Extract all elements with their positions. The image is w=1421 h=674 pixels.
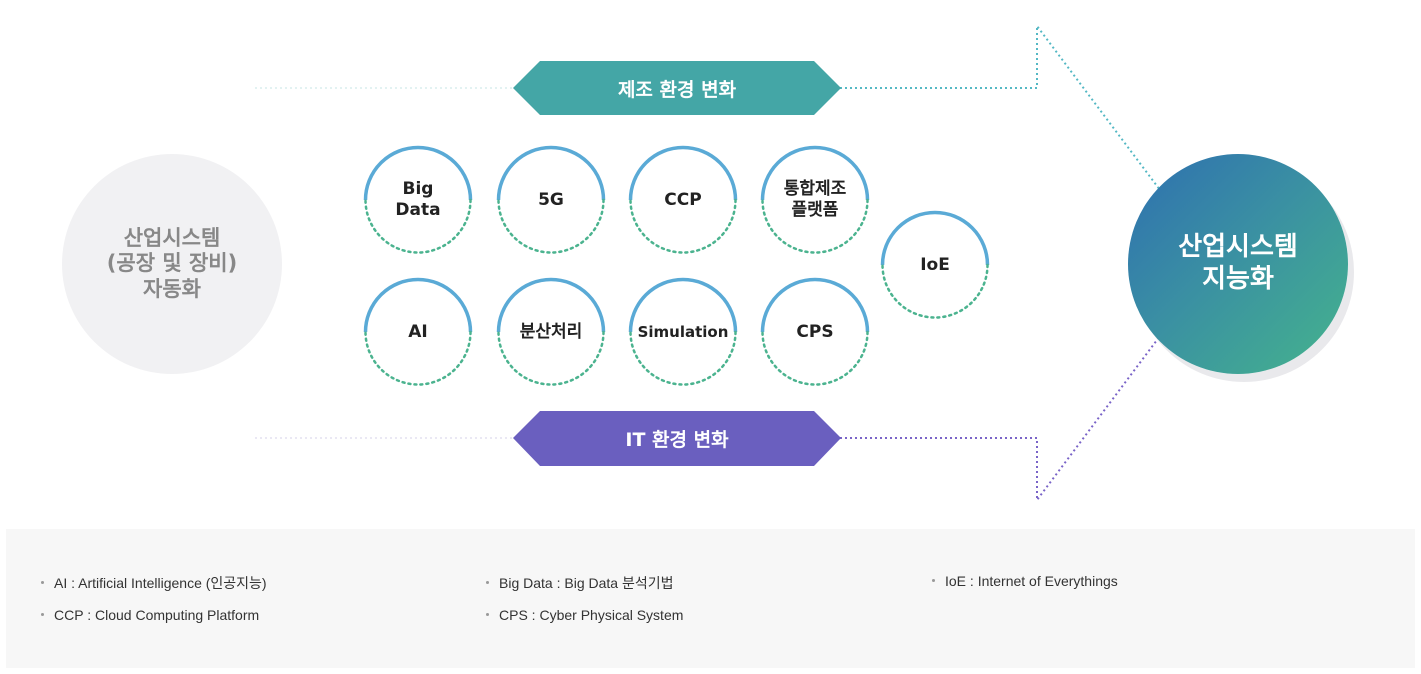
- ring-icon: [496, 145, 606, 254]
- tech-node-ccp: CCP: [628, 145, 738, 255]
- tech-node-big-data: Big Data: [363, 145, 473, 255]
- legend-item-bigdata: Big Data : Big Data 분석기법: [486, 573, 673, 593]
- ring-icon: [363, 145, 473, 254]
- tech-node-integrated-platform: 통합제조 플랫폼: [760, 145, 870, 255]
- tech-label: 5G: [538, 189, 564, 210]
- legend-desc: Artificial Intelligence (인공지능): [78, 575, 267, 591]
- legend-term: Big Data: [499, 575, 553, 591]
- tech-label: CPS: [796, 321, 834, 342]
- diagram: 제조 환경 변화 IT 환경 변화 산업시스템 (공장 및 장비) 자동화 Bi…: [62, 23, 1348, 503]
- legend-desc: Internet of Everythings: [977, 573, 1118, 589]
- legend-term: AI: [54, 575, 68, 591]
- ring-icon: [496, 277, 606, 386]
- ring-icon: [363, 277, 473, 386]
- tech-node-ai: AI: [363, 277, 473, 387]
- bullet-icon: [932, 578, 935, 582]
- tech-label: 분산처리: [519, 321, 583, 342]
- tech-node-ioe: IoE: [880, 210, 990, 320]
- tech-node-simulation: Simulation: [628, 277, 738, 387]
- tech-label: Big Data: [395, 179, 441, 220]
- legend-item-ioe: IoE : Internet of Everythings: [932, 573, 1118, 589]
- legend-desc: Cloud Computing Platform: [94, 607, 260, 623]
- ring-icon: [760, 145, 870, 254]
- manufacturing-banner-shape: [513, 61, 841, 115]
- legend-panel: AI : Artificial Intelligence (인공지능) Big …: [6, 529, 1415, 668]
- legend-item-ccp: CCP : Cloud Computing Platform: [41, 607, 259, 623]
- tech-node-distributed: 분산처리: [496, 277, 606, 387]
- tech-label: 통합제조 플랫폼: [783, 179, 847, 220]
- tech-label: Simulation: [637, 322, 729, 341]
- legend-item-ai: AI : Artificial Intelligence (인공지능): [41, 573, 267, 593]
- automation-circle: 산업시스템 (공장 및 장비) 자동화: [62, 154, 282, 374]
- bullet-icon: [41, 580, 44, 584]
- it-banner-label: IT 환경 변화: [625, 429, 729, 451]
- tech-node-5g: 5G: [496, 145, 606, 255]
- legend-term: CPS: [499, 607, 528, 623]
- legend-term: CCP: [54, 607, 84, 623]
- tech-label: IoE: [920, 254, 950, 275]
- legend-desc: Cyber Physical System: [539, 607, 684, 623]
- ring-icon: [628, 145, 738, 254]
- it-banner-shape: [513, 411, 841, 466]
- ring-icon: [880, 210, 990, 319]
- tech-label: AI: [408, 321, 428, 342]
- arrow-bottom-edge: [840, 335, 1161, 503]
- intelligence-circle: 산업시스템 지능화: [1128, 154, 1348, 374]
- bullet-icon: [486, 580, 489, 584]
- tech-node-cps: CPS: [760, 277, 870, 387]
- tech-label: CCP: [664, 189, 702, 210]
- bullet-icon: [486, 612, 489, 616]
- legend-desc: Big Data 분석기법: [564, 575, 674, 591]
- legend-term: IoE: [945, 573, 967, 589]
- ring-icon: [628, 277, 738, 386]
- legend-item-cps: CPS : Cyber Physical System: [486, 607, 683, 623]
- ring-icon: [760, 277, 870, 386]
- manufacturing-banner-label: 제조 환경 변화: [617, 78, 737, 101]
- arrow-top-edge: [840, 23, 1161, 191]
- arrow-outline: [255, 23, 1161, 503]
- bullet-icon: [41, 612, 44, 616]
